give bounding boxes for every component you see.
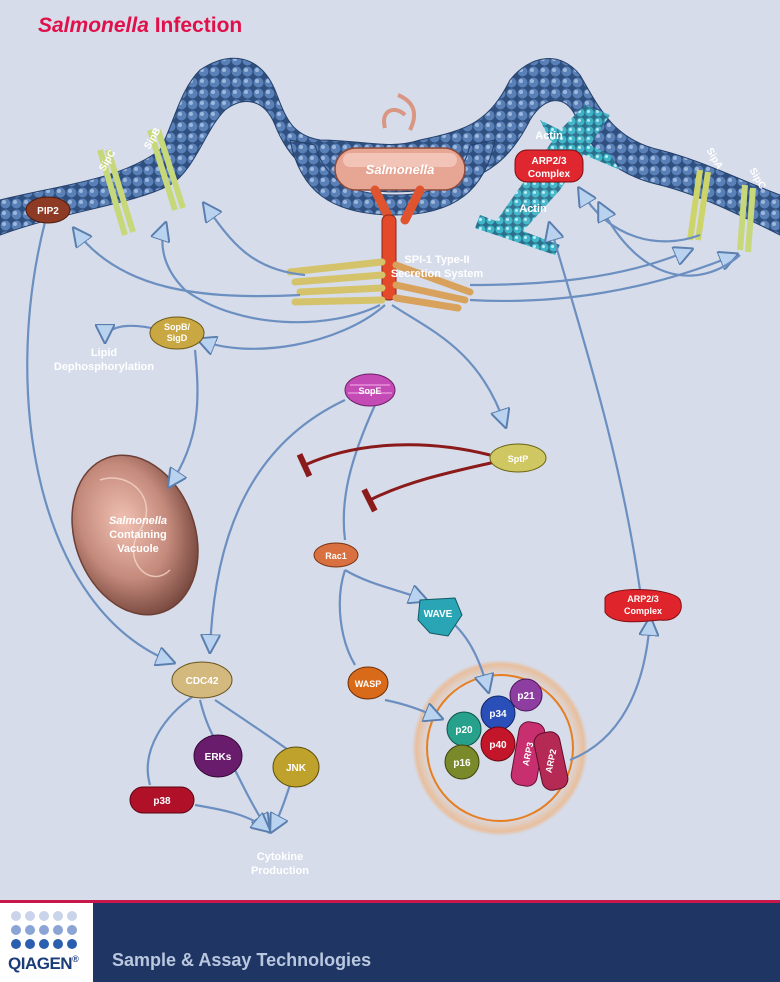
qiagen-logo-text: QIAGEN bbox=[8, 954, 73, 973]
salmonella-label: Salmonella bbox=[366, 162, 435, 177]
membrane-proteins bbox=[97, 129, 756, 253]
page-title: Salmonella Infection bbox=[38, 14, 242, 38]
footer-tagline: Sample & Assay Technologies bbox=[112, 950, 372, 970]
lipid-line1: Lipid bbox=[91, 347, 117, 359]
p40-label: p40 bbox=[489, 740, 507, 751]
cytokine-line2: Production bbox=[251, 865, 309, 877]
erks-label: ERKs bbox=[205, 752, 232, 763]
cytokine-line1: Cytokine bbox=[257, 851, 303, 863]
arp2-label: ARP2 bbox=[544, 748, 559, 774]
sopb-line2: SigD bbox=[167, 333, 188, 343]
vacuole-shape bbox=[71, 454, 199, 616]
arp23-line2: Complex bbox=[528, 169, 571, 180]
sptp-node bbox=[489, 443, 547, 473]
activation-arrows bbox=[26, 190, 741, 830]
ttss-structure bbox=[286, 214, 474, 312]
arp23-membrane-node bbox=[514, 149, 584, 183]
arp23b-line1: ARP2/3 bbox=[627, 594, 659, 604]
rac1-label: Rac1 bbox=[325, 551, 347, 561]
wave-label: WAVE bbox=[424, 609, 453, 620]
p21-label: p21 bbox=[517, 691, 535, 702]
pip2-node bbox=[25, 196, 71, 224]
sope-label: SopE bbox=[358, 386, 381, 396]
jnk-node bbox=[272, 746, 320, 788]
footer: QIAGEN® Sample & Assay Technologies bbox=[0, 900, 780, 982]
cdc42-label: CDC42 bbox=[186, 676, 219, 687]
actin-top-label: Actin bbox=[535, 130, 563, 142]
lipid-line2: Dephosphorylation bbox=[54, 361, 155, 373]
pip2-label: PIP2 bbox=[37, 206, 59, 217]
p34-label: p34 bbox=[489, 709, 507, 720]
jnk-label: JNK bbox=[286, 763, 307, 774]
wasp-label: WASP bbox=[355, 679, 382, 689]
p38-label: p38 bbox=[153, 796, 171, 807]
title-italic: Salmonella bbox=[38, 14, 149, 37]
p40-node bbox=[480, 726, 516, 762]
actin-bottom-label: Actin bbox=[519, 203, 547, 215]
scv-line1: Salmonella bbox=[109, 515, 167, 527]
sopb-node bbox=[149, 316, 205, 350]
wave-node bbox=[417, 597, 463, 637]
cdc42-node bbox=[171, 661, 233, 699]
p16-node bbox=[444, 744, 480, 780]
sope-node bbox=[344, 373, 396, 407]
p21-node bbox=[509, 678, 543, 712]
rac1-node bbox=[313, 542, 359, 568]
inhibition-lines bbox=[296, 443, 496, 513]
ttss-line2: Secretion System bbox=[391, 268, 484, 280]
title-rest: Infection bbox=[148, 14, 243, 37]
scv-line3: Vacuole bbox=[117, 543, 159, 555]
arp3-label: ARP3 bbox=[521, 741, 536, 767]
erks-node bbox=[193, 734, 243, 778]
sptp-label: SptP bbox=[508, 454, 529, 464]
qiagen-logo: QIAGEN® bbox=[8, 954, 79, 973]
salmonella-bacterium bbox=[334, 93, 466, 225]
p38-node bbox=[129, 786, 195, 814]
arp23b-line2: Complex bbox=[624, 606, 662, 616]
footer-band bbox=[93, 903, 780, 982]
ttss-line1: SPI-1 Type-II bbox=[404, 254, 469, 266]
scv-line2: Containing bbox=[109, 529, 166, 541]
wasp-node bbox=[347, 666, 389, 700]
arp2-node bbox=[533, 731, 569, 791]
arp23-cyto-node bbox=[604, 589, 682, 623]
salmonella-pathway-diagram: PIP2 SipC SipB Salmonella Actin ARP2/3 C… bbox=[0, 57, 780, 877]
sopb-line1: SopB/ bbox=[164, 322, 190, 332]
footer-accent-line bbox=[0, 900, 780, 903]
qiagen-logo-dots bbox=[11, 911, 77, 949]
arp23-line1: ARP2/3 bbox=[531, 156, 566, 167]
p16-label: p16 bbox=[453, 758, 471, 769]
p20-label: p20 bbox=[455, 725, 473, 736]
